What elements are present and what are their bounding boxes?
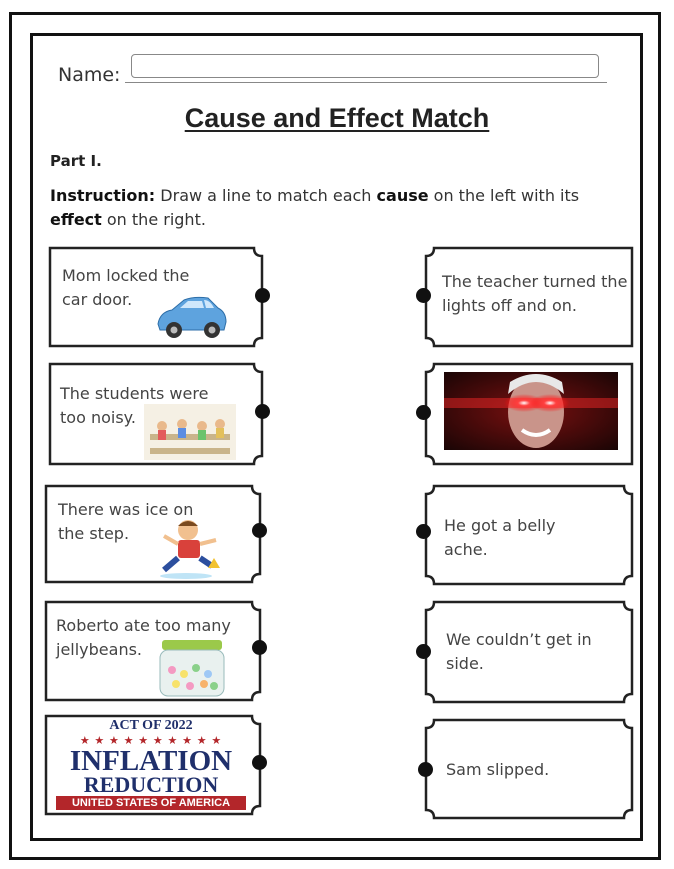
cause-card-5: ACT OF 2022 ★ ★ ★ ★ ★ ★ ★ ★ ★ ★ INFLATIO…	[44, 714, 262, 816]
logo-line1: INFLATION	[69, 745, 233, 777]
inner-border	[30, 33, 643, 841]
outer-border	[9, 12, 661, 860]
card-outline	[424, 718, 634, 820]
cause-text: Roberto ate too many jellybeans.	[56, 616, 231, 659]
effect-card-1: The teacher turned the lights off and on…	[424, 246, 634, 348]
classroom-image	[144, 404, 236, 460]
effect-text: We couldn’t get in side.	[446, 630, 592, 673]
cause-card-2: The students were too noisy.	[48, 362, 264, 466]
effect-card-5: Sam slipped.	[424, 718, 634, 820]
cause-text: There was ice on the step.	[58, 500, 194, 543]
effect-text: The teacher turned the lights off and on…	[442, 272, 628, 315]
effect-text: Sam slipped.	[446, 760, 550, 779]
name-label: Name:	[58, 64, 121, 86]
name-underline	[125, 82, 607, 83]
cause-dot-4[interactable]	[252, 640, 267, 655]
effect-card-4: We couldn’t get in side.	[424, 600, 634, 704]
logo-top-text: ACT OF 2022	[109, 718, 193, 733]
worksheet-title: Cause and Effect Match	[184, 103, 490, 133]
effect-dot-1[interactable]	[416, 288, 431, 303]
effect-dot-2[interactable]	[416, 405, 431, 420]
effect-dot-4[interactable]	[416, 644, 431, 659]
cause-dot-3[interactable]	[252, 523, 267, 538]
instruction-text: Instruction: Draw a line to match each c…	[50, 186, 580, 229]
logo-band: UNITED STATES OF AMERICA	[56, 796, 246, 810]
card-outline	[424, 484, 634, 586]
logo-stars: ★ ★ ★ ★ ★ ★ ★ ★ ★ ★	[79, 735, 223, 747]
cause-card-3: There was ice on the step.	[44, 484, 262, 584]
effect-card-2	[424, 362, 634, 466]
effect-card-3: He got a belly ache.	[424, 484, 634, 586]
part-label: Part I.	[50, 152, 102, 170]
name-input[interactable]	[131, 54, 599, 78]
card-outline	[424, 600, 634, 704]
cause-card-1: Mom locked the car door.	[48, 246, 264, 348]
effect-text: He got a belly ache.	[444, 516, 556, 559]
effect-dot-5[interactable]	[418, 762, 433, 777]
effect-dot-3[interactable]	[416, 524, 431, 539]
cause-dot-5[interactable]	[252, 755, 267, 770]
card-outline	[44, 714, 262, 816]
cause-text: The students were too noisy.	[60, 384, 209, 427]
cause-dot-2[interactable]	[255, 404, 270, 419]
car-image	[157, 296, 227, 338]
glowing-eyes-photo	[444, 372, 618, 450]
cause-dot-1[interactable]	[255, 288, 270, 303]
cause-card-4: Roberto ate too many jellybeans.	[44, 600, 262, 702]
card-outline	[424, 246, 634, 348]
cause-text: Mom locked the car door.	[62, 266, 190, 309]
inflation-reduction-act-logo: ACT OF 2022 ★ ★ ★ ★ ★ ★ ★ ★ ★ ★ INFLATIO…	[52, 718, 250, 810]
jellybean-jar-image	[159, 640, 225, 697]
card-outline	[44, 484, 262, 584]
logo-line2: REDUCTION	[83, 772, 219, 797]
slipping-boy-image	[160, 520, 220, 579]
